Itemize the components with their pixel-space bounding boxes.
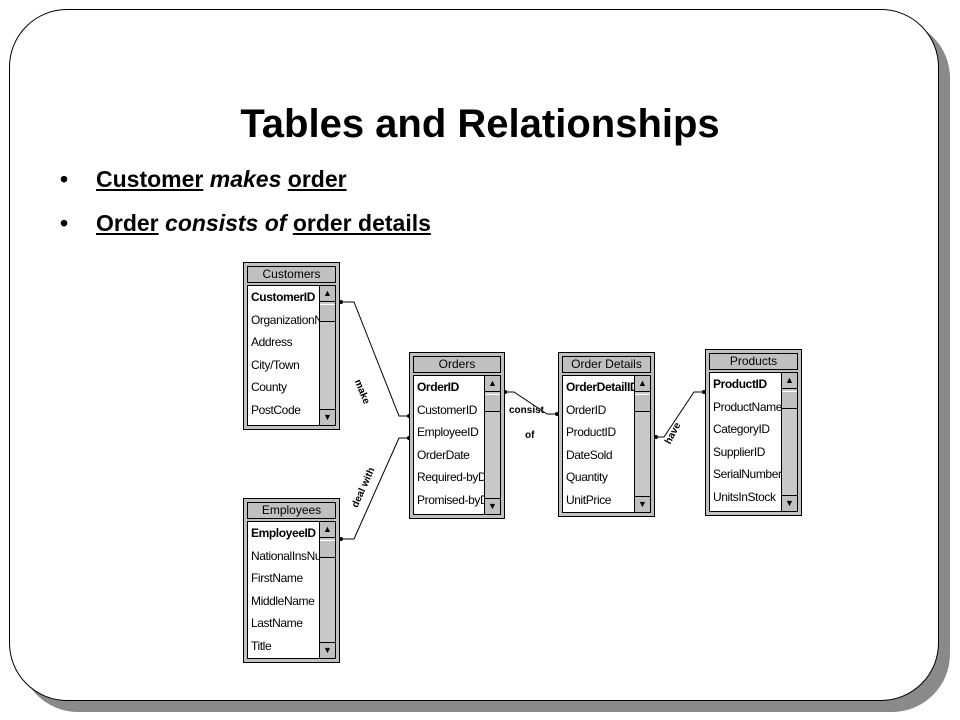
arrow-down-icon[interactable]: ▼ [320, 642, 335, 658]
bullet-item: • Order consists of order details [60, 206, 431, 250]
arrow-down-icon[interactable]: ▼ [320, 409, 335, 425]
scrollbar-thumb[interactable] [485, 394, 500, 412]
arrow-down-icon[interactable]: ▼ [782, 495, 797, 511]
field-primary-key[interactable]: CustomerID [251, 290, 316, 304]
field[interactable]: City/Town [251, 357, 300, 372]
field[interactable]: ProductID [566, 425, 616, 439]
field-primary-key[interactable]: EmployeeID [251, 526, 316, 540]
field[interactable]: PostCode [251, 402, 301, 417]
scrollbar[interactable]: ▲ ▼ [319, 522, 335, 658]
scrollbar[interactable]: ▲ ▼ [484, 376, 500, 514]
scrollbar-thumb[interactable] [320, 304, 335, 322]
field-list: ProductID ProductName CategoryID Supplie… [709, 372, 798, 512]
scrollbar-thumb[interactable] [782, 391, 797, 409]
field[interactable]: Title [251, 638, 272, 653]
field[interactable]: ProductName [713, 399, 781, 414]
arrow-up-icon[interactable]: ▲ [320, 522, 335, 538]
field[interactable]: MiddleName [251, 593, 315, 608]
arrow-up-icon[interactable]: ▲ [485, 376, 500, 392]
field[interactable]: LastName [251, 616, 303, 630]
field[interactable]: Address [251, 335, 293, 349]
bullet-entity: order [287, 166, 347, 192]
table-title: Order Details [562, 356, 651, 373]
scrollbar[interactable]: ▲ ▼ [634, 376, 650, 512]
field[interactable]: CustomerID [417, 402, 478, 417]
bullet-entity: Customer [96, 166, 204, 192]
bullet-entity: order details [292, 210, 431, 236]
field[interactable]: UnitPrice [566, 492, 612, 507]
bullet-item: • Customer makes order [60, 162, 431, 206]
field[interactable]: Quantity [566, 470, 608, 484]
field[interactable]: FirstName [251, 571, 303, 585]
scrollbar-thumb[interactable] [635, 394, 650, 412]
field-list: EmployeeID NationalInsNumber FirstName M… [247, 521, 336, 659]
fields: OrderID CustomerID EmployeeID OrderDate … [414, 376, 484, 514]
table-title: Orders [413, 356, 501, 373]
scrollbar[interactable]: ▲ ▼ [781, 373, 797, 511]
table-title: Customers [247, 266, 336, 283]
table-title: Products [709, 353, 798, 370]
table-title: Employees [247, 502, 336, 519]
scrollbar-thumb[interactable] [320, 540, 335, 558]
field[interactable]: SerialNumber [713, 467, 781, 481]
field[interactable]: EmployeeID [417, 425, 479, 439]
arrow-up-icon[interactable]: ▲ [782, 373, 797, 389]
fields: CustomerID OrganizationName Address City… [248, 286, 319, 425]
employees-table[interactable]: Employees EmployeeID NationalInsNumber F… [243, 498, 340, 663]
field-list: CustomerID OrganizationName Address City… [247, 285, 336, 426]
orders-table[interactable]: Orders OrderID CustomerID EmployeeID Ord… [409, 352, 505, 519]
bullet-entity: Order [96, 210, 159, 236]
arrow-down-icon[interactable]: ▼ [635, 496, 650, 512]
customers-table[interactable]: Customers CustomerID OrganizationName Ad… [243, 262, 340, 430]
field[interactable]: NationalInsNumber [251, 548, 319, 563]
products-table[interactable]: Products ProductID ProductName CategoryI… [705, 349, 802, 516]
field[interactable]: Promised-byDate [417, 492, 484, 507]
field[interactable]: Required-byDate [417, 470, 484, 484]
field[interactable]: County [251, 380, 287, 394]
fields: OrderDetailID OrderID ProductID DateSold… [563, 376, 634, 512]
field[interactable]: OrderID [566, 402, 606, 417]
arrow-up-icon[interactable]: ▲ [320, 286, 335, 302]
arrow-up-icon[interactable]: ▲ [635, 376, 650, 392]
scrollbar[interactable]: ▲ ▼ [319, 286, 335, 425]
bullet-verb: consists of [165, 210, 287, 236]
fields: EmployeeID NationalInsNumber FirstName M… [248, 522, 319, 658]
field[interactable]: SupplierID [713, 444, 766, 459]
bullet-verb: makes [209, 166, 282, 192]
arrow-down-icon[interactable]: ▼ [485, 498, 500, 514]
bullet-dot: • [60, 210, 69, 236]
fields: ProductID ProductName CategoryID Supplie… [710, 373, 781, 511]
order-details-table[interactable]: Order Details OrderDetailID OrderID Prod… [558, 352, 655, 517]
field-primary-key[interactable]: OrderID [417, 380, 459, 394]
field-primary-key[interactable]: ProductID [713, 377, 767, 391]
bullet-dot: • [60, 166, 69, 192]
slide-title: Tables and Relationships [240, 102, 720, 146]
field-list: OrderID CustomerID EmployeeID OrderDate … [413, 375, 501, 515]
field-primary-key[interactable]: OrderDetailID [566, 380, 634, 394]
field[interactable]: OrganizationName [251, 312, 319, 327]
bullet-list: • Customer makes order • Order consists … [60, 162, 431, 250]
field[interactable]: DateSold [566, 447, 613, 462]
field[interactable]: UnitsInStock [713, 489, 776, 504]
field-list: OrderDetailID OrderID ProductID DateSold… [562, 375, 651, 513]
field[interactable]: CategoryID [713, 422, 770, 436]
field[interactable]: OrderDate [417, 447, 470, 462]
